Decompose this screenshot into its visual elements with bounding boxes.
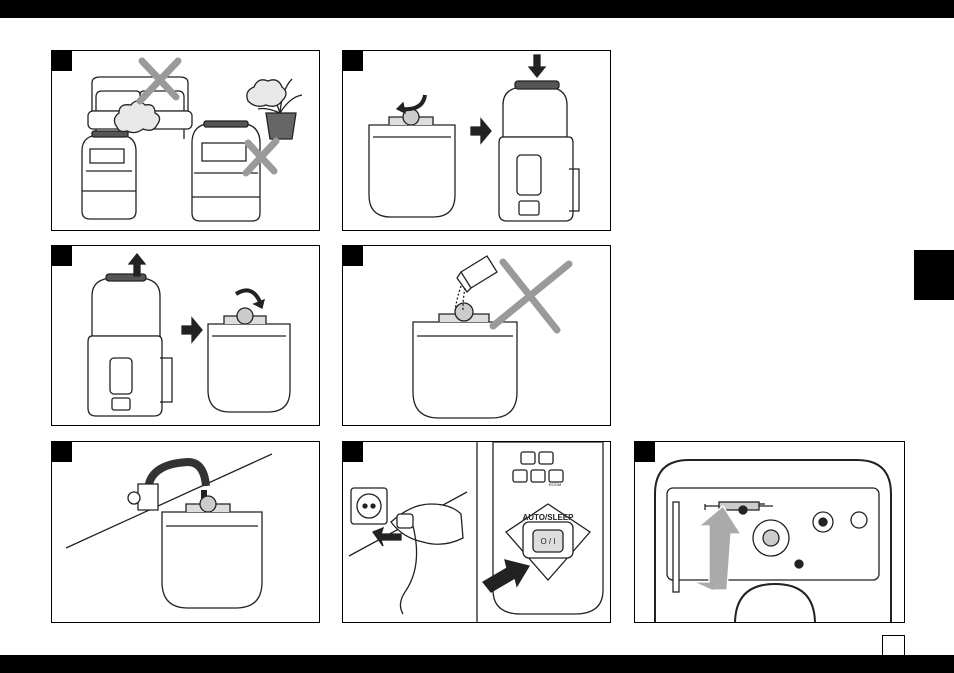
no-additives-illustration [343, 246, 611, 426]
figure-filter-adjust [634, 441, 905, 623]
figure-number-badge [52, 246, 72, 266]
figure-assembly [342, 50, 611, 231]
figure-number-badge [343, 51, 363, 71]
figure-power-on: AUTO/SLEEP O / I ROOM [342, 441, 611, 623]
figure-filling [51, 441, 320, 623]
filling-illustration [52, 442, 320, 623]
figure-number-badge [52, 51, 72, 71]
power-button-label: O / I [540, 537, 555, 546]
figure-number-badge [343, 442, 363, 462]
auto-sleep-label: AUTO/SLEEP [523, 513, 575, 522]
top-black-bar [0, 0, 954, 18]
figure-placement [51, 50, 320, 231]
power-on-illustration: AUTO/SLEEP O / I ROOM [343, 442, 611, 623]
removal-illustration [52, 246, 320, 426]
figure-number-badge [52, 442, 72, 462]
page-number-box [882, 635, 905, 655]
figure-number-badge [635, 442, 655, 462]
placement-illustration [52, 51, 320, 231]
chapter-tab-marker [914, 250, 954, 300]
filter-adjust-illustration [635, 442, 905, 623]
assembly-illustration [343, 51, 611, 231]
figure-no-additives [342, 245, 611, 426]
bottom-black-bar [0, 655, 954, 673]
room-icon-caption: ROOM [549, 482, 561, 487]
figure-number-badge [343, 246, 363, 266]
figure-removal [51, 245, 320, 426]
